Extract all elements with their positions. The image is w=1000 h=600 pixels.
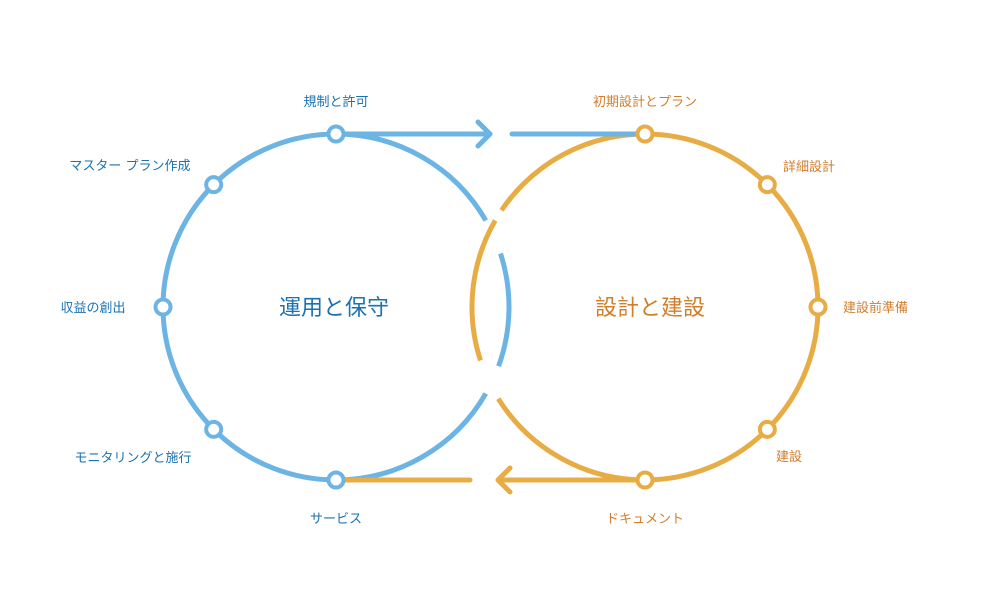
node-label-documentation: ドキュメント — [606, 512, 684, 527]
cycle-nodes — [153, 124, 828, 490]
left-arrow-icon — [495, 465, 513, 495]
left-node-marker-2 — [153, 297, 173, 317]
node-label-preconstruction: 建設前準備 — [843, 300, 908, 316]
node-label-regulation: 規制と許可 — [303, 95, 368, 110]
right-node-marker-3 — [757, 419, 777, 439]
left-cycle-arc-inner — [496, 252, 512, 368]
node-label-detailed-design: 詳細設計 — [783, 159, 835, 175]
node-label-service: サービス — [310, 512, 362, 527]
right-node-marker-4 — [635, 470, 655, 490]
right-cycle-arc-inner — [469, 219, 498, 362]
left-cycle-title: 運用と保守 — [279, 296, 389, 321]
right-cycle-arc-upper-left — [499, 140, 593, 212]
right-cycle-title: 設計と建設 — [595, 296, 705, 321]
right-node-marker-2 — [808, 297, 828, 317]
cycle-arcs — [160, 131, 821, 483]
right-cycle-arc-lower-left — [496, 397, 646, 483]
right-node-marker-0 — [635, 124, 655, 144]
node-label-initial-design: 初期設計とプラン — [593, 94, 697, 110]
node-label-construction: 建設 — [776, 449, 802, 465]
left-node-marker-4 — [326, 470, 346, 490]
node-label-revenue: 収益の創出 — [60, 301, 125, 316]
left-node-marker-3 — [204, 419, 224, 439]
left-node-marker-0 — [326, 124, 346, 144]
right-arrow-icon — [475, 119, 493, 149]
connector-arrows — [333, 119, 648, 495]
node-label-monitoring: モニタリングと施行 — [74, 451, 191, 466]
left-cycle-arc-upper-right — [335, 131, 488, 222]
node-label-master-plan: マスター プラン作成 — [69, 159, 190, 174]
right-node-marker-1 — [757, 175, 777, 195]
left-node-marker-1 — [204, 175, 224, 195]
left-cycle-arc-lower-right — [335, 392, 488, 483]
